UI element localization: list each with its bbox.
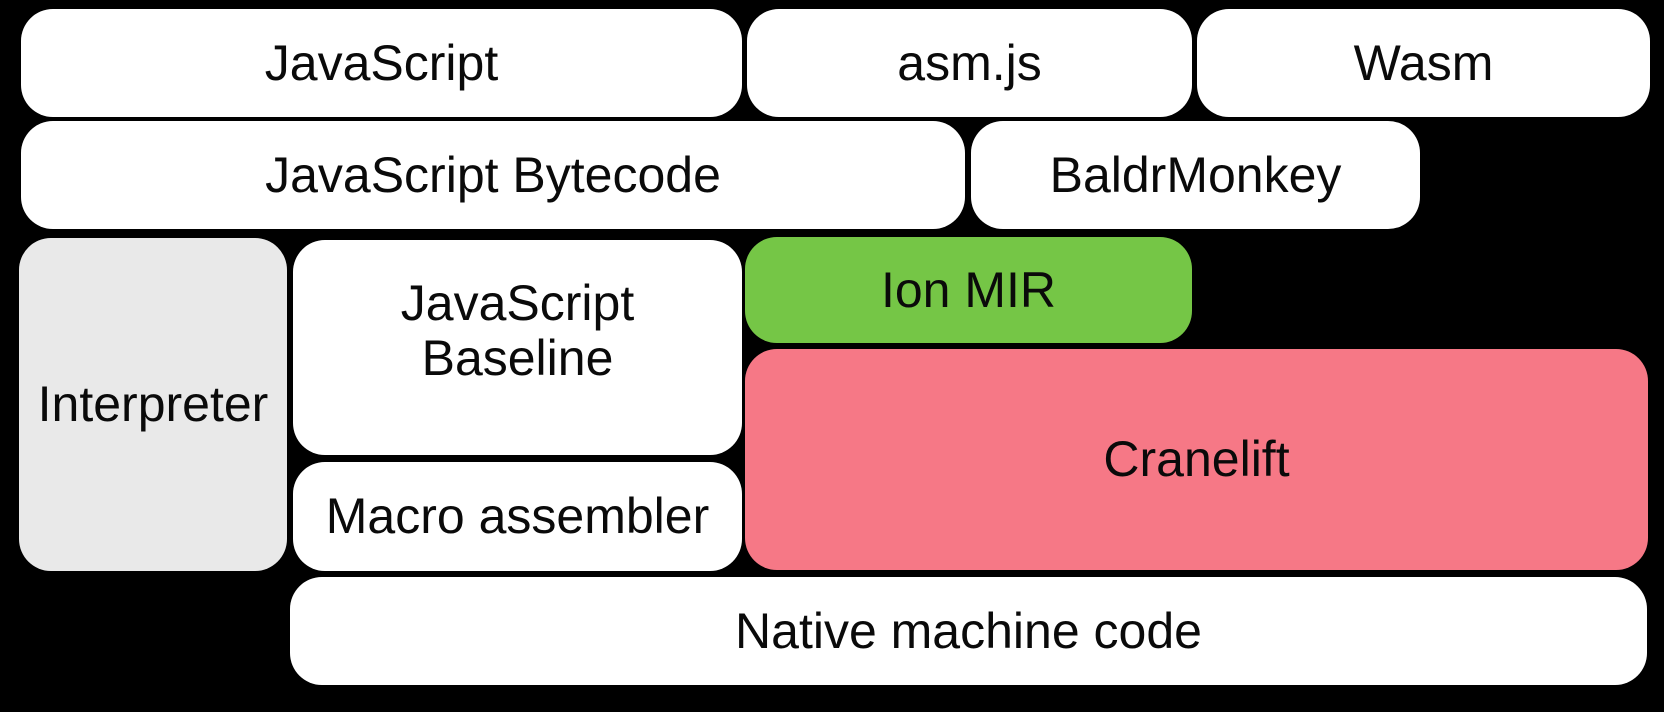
box-baldrmonkey-label: BaldrMonkey xyxy=(1049,146,1342,203)
box-interpreter: Interpreter xyxy=(19,238,287,571)
box-native-machine-code-label: Native machine code xyxy=(735,602,1202,659)
box-javascript-baseline-line1: JavaScript xyxy=(400,274,635,331)
box-interpreter-label: Interpreter xyxy=(37,376,269,432)
box-cranelift: Cranelift xyxy=(745,349,1648,570)
box-ion-mir-label: Ion MIR xyxy=(880,261,1057,318)
box-javascript: JavaScript xyxy=(21,9,742,117)
box-cranelift-label: Cranelift xyxy=(1103,431,1290,487)
box-javascript-baseline: JavaScript Baseline xyxy=(293,240,742,455)
box-asm-js-label: asm.js xyxy=(897,34,1042,91)
box-javascript-bytecode: JavaScript Bytecode xyxy=(21,121,965,229)
box-ion-mir: Ion MIR xyxy=(745,237,1192,343)
box-baldrmonkey: BaldrMonkey xyxy=(971,121,1420,229)
box-macro-assembler: Macro assembler xyxy=(293,462,742,571)
box-native-machine-code: Native machine code xyxy=(290,577,1647,685)
box-asm-js: asm.js xyxy=(747,9,1192,117)
box-wasm: Wasm xyxy=(1197,9,1650,117)
box-javascript-baseline-label: JavaScript Baseline xyxy=(400,274,635,386)
box-macro-assembler-label: Macro assembler xyxy=(325,488,710,544)
box-javascript-bytecode-label: JavaScript Bytecode xyxy=(265,146,721,203)
box-javascript-label: JavaScript xyxy=(264,34,499,91)
box-wasm-label: Wasm xyxy=(1353,34,1494,91)
box-javascript-baseline-line2: Baseline xyxy=(421,329,614,386)
